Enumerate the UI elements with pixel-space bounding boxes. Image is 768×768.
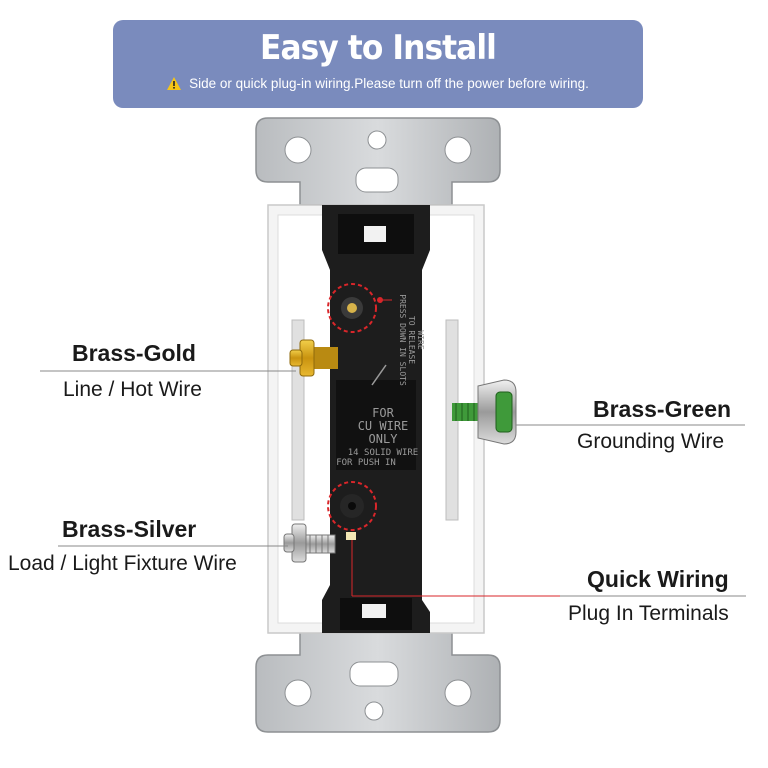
marking-line2: CU WIRE (358, 419, 409, 433)
top-mounting-strap (255, 117, 501, 206)
brass-gold-screw (289, 339, 338, 377)
brass-silver-subtitle: Load / Light Fixture Wire (8, 552, 237, 575)
quick-wiring-subtitle: Plug In Terminals (568, 602, 729, 625)
brass-green-screw (452, 379, 517, 445)
brass-silver-title: Brass-Silver (62, 516, 197, 542)
quick-wiring-leader (351, 299, 560, 597)
release-line3: WIRE (416, 330, 425, 349)
bottom-mounting-strap (255, 629, 501, 733)
title-banner: Easy to Install Side or quick plug-in wi… (113, 20, 643, 108)
quick-wiring-title: Quick Wiring (587, 566, 729, 592)
brass-gold-subtitle: Line / Hot Wire (63, 378, 202, 401)
release-line1: PRESS DOWN IN SLOTS (398, 294, 407, 386)
banner-note-text: Side or quick plug-in wiring.Please turn… (189, 76, 589, 91)
push-in-terminal-top (327, 283, 387, 386)
marking-line4: 14 SOLID WIRE (348, 448, 418, 458)
brass-green-subtitle: Grounding Wire (577, 430, 725, 453)
warning-icon (167, 77, 182, 90)
device-markings: FOR CU WIRE ONLY 14 SOLID WIRE FOR PUSH … (336, 294, 425, 468)
brass-gold-title: Brass-Gold (72, 340, 196, 366)
marking-line3: ONLY (369, 432, 399, 446)
push-in-terminal-bottom (327, 481, 377, 540)
brass-green-title: Brass-Green (593, 396, 732, 422)
banner-title: Easy to Install (260, 28, 497, 68)
marking-line5: FOR PUSH IN (336, 458, 396, 468)
banner-note: Side or quick plug-in wiring.Please turn… (113, 76, 643, 91)
brass-silver-screw (283, 523, 336, 563)
marking-line1: FOR (372, 406, 394, 420)
release-line2: TO RELEASE (407, 316, 416, 364)
